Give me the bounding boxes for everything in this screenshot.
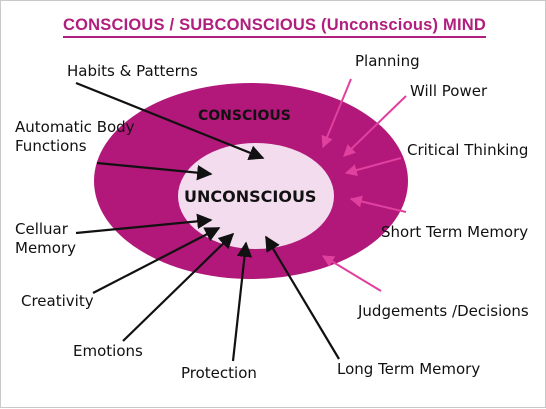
unconscious-circle	[178, 143, 334, 249]
label-cellular-1: Celluar	[15, 220, 68, 238]
label-creativity: Creativity	[21, 292, 94, 310]
arrow-automatic	[96, 161, 213, 181]
label-protection: Protection	[181, 364, 257, 382]
arrow-judgements	[321, 255, 382, 292]
label-cellular-2: Memory	[15, 239, 77, 257]
arrow-cellular	[75, 213, 213, 235]
arrow-critical-thinking	[344, 157, 402, 176]
label-automatic-body-2: Functions	[15, 137, 87, 155]
arrow-long-term	[265, 235, 340, 360]
label-planning: Planning	[355, 52, 420, 70]
label-critical-thinking: Critical Thinking	[407, 141, 529, 159]
unconscious-label: UNCONSCIOUS	[184, 187, 317, 206]
label-short-term-memory: Short Term Memory	[381, 223, 529, 241]
arrow-creativity	[92, 227, 221, 294]
label-will-power: Will Power	[410, 82, 488, 100]
diagram-title: CONSCIOUS / SUBCONSCIOUS (Unconscious) M…	[63, 16, 486, 38]
label-habits-patterns: Habits & Patterns	[67, 62, 198, 80]
label-emotions: Emotions	[73, 342, 143, 360]
label-judgements-decisions: Judgements /Decisions	[358, 302, 529, 320]
label-automatic-body-1: Automatic Body	[15, 118, 135, 136]
arrow-short-term	[349, 195, 407, 213]
conscious-label: CONSCIOUS	[198, 108, 291, 124]
arrow-habits	[75, 81, 265, 160]
arrow-protection	[231, 241, 253, 362]
arrow-will-power	[343, 95, 407, 157]
arrow-planning	[321, 78, 352, 149]
label-long-term-memory: Long Term Memory	[337, 360, 481, 378]
arrow-emotions	[122, 232, 235, 342]
